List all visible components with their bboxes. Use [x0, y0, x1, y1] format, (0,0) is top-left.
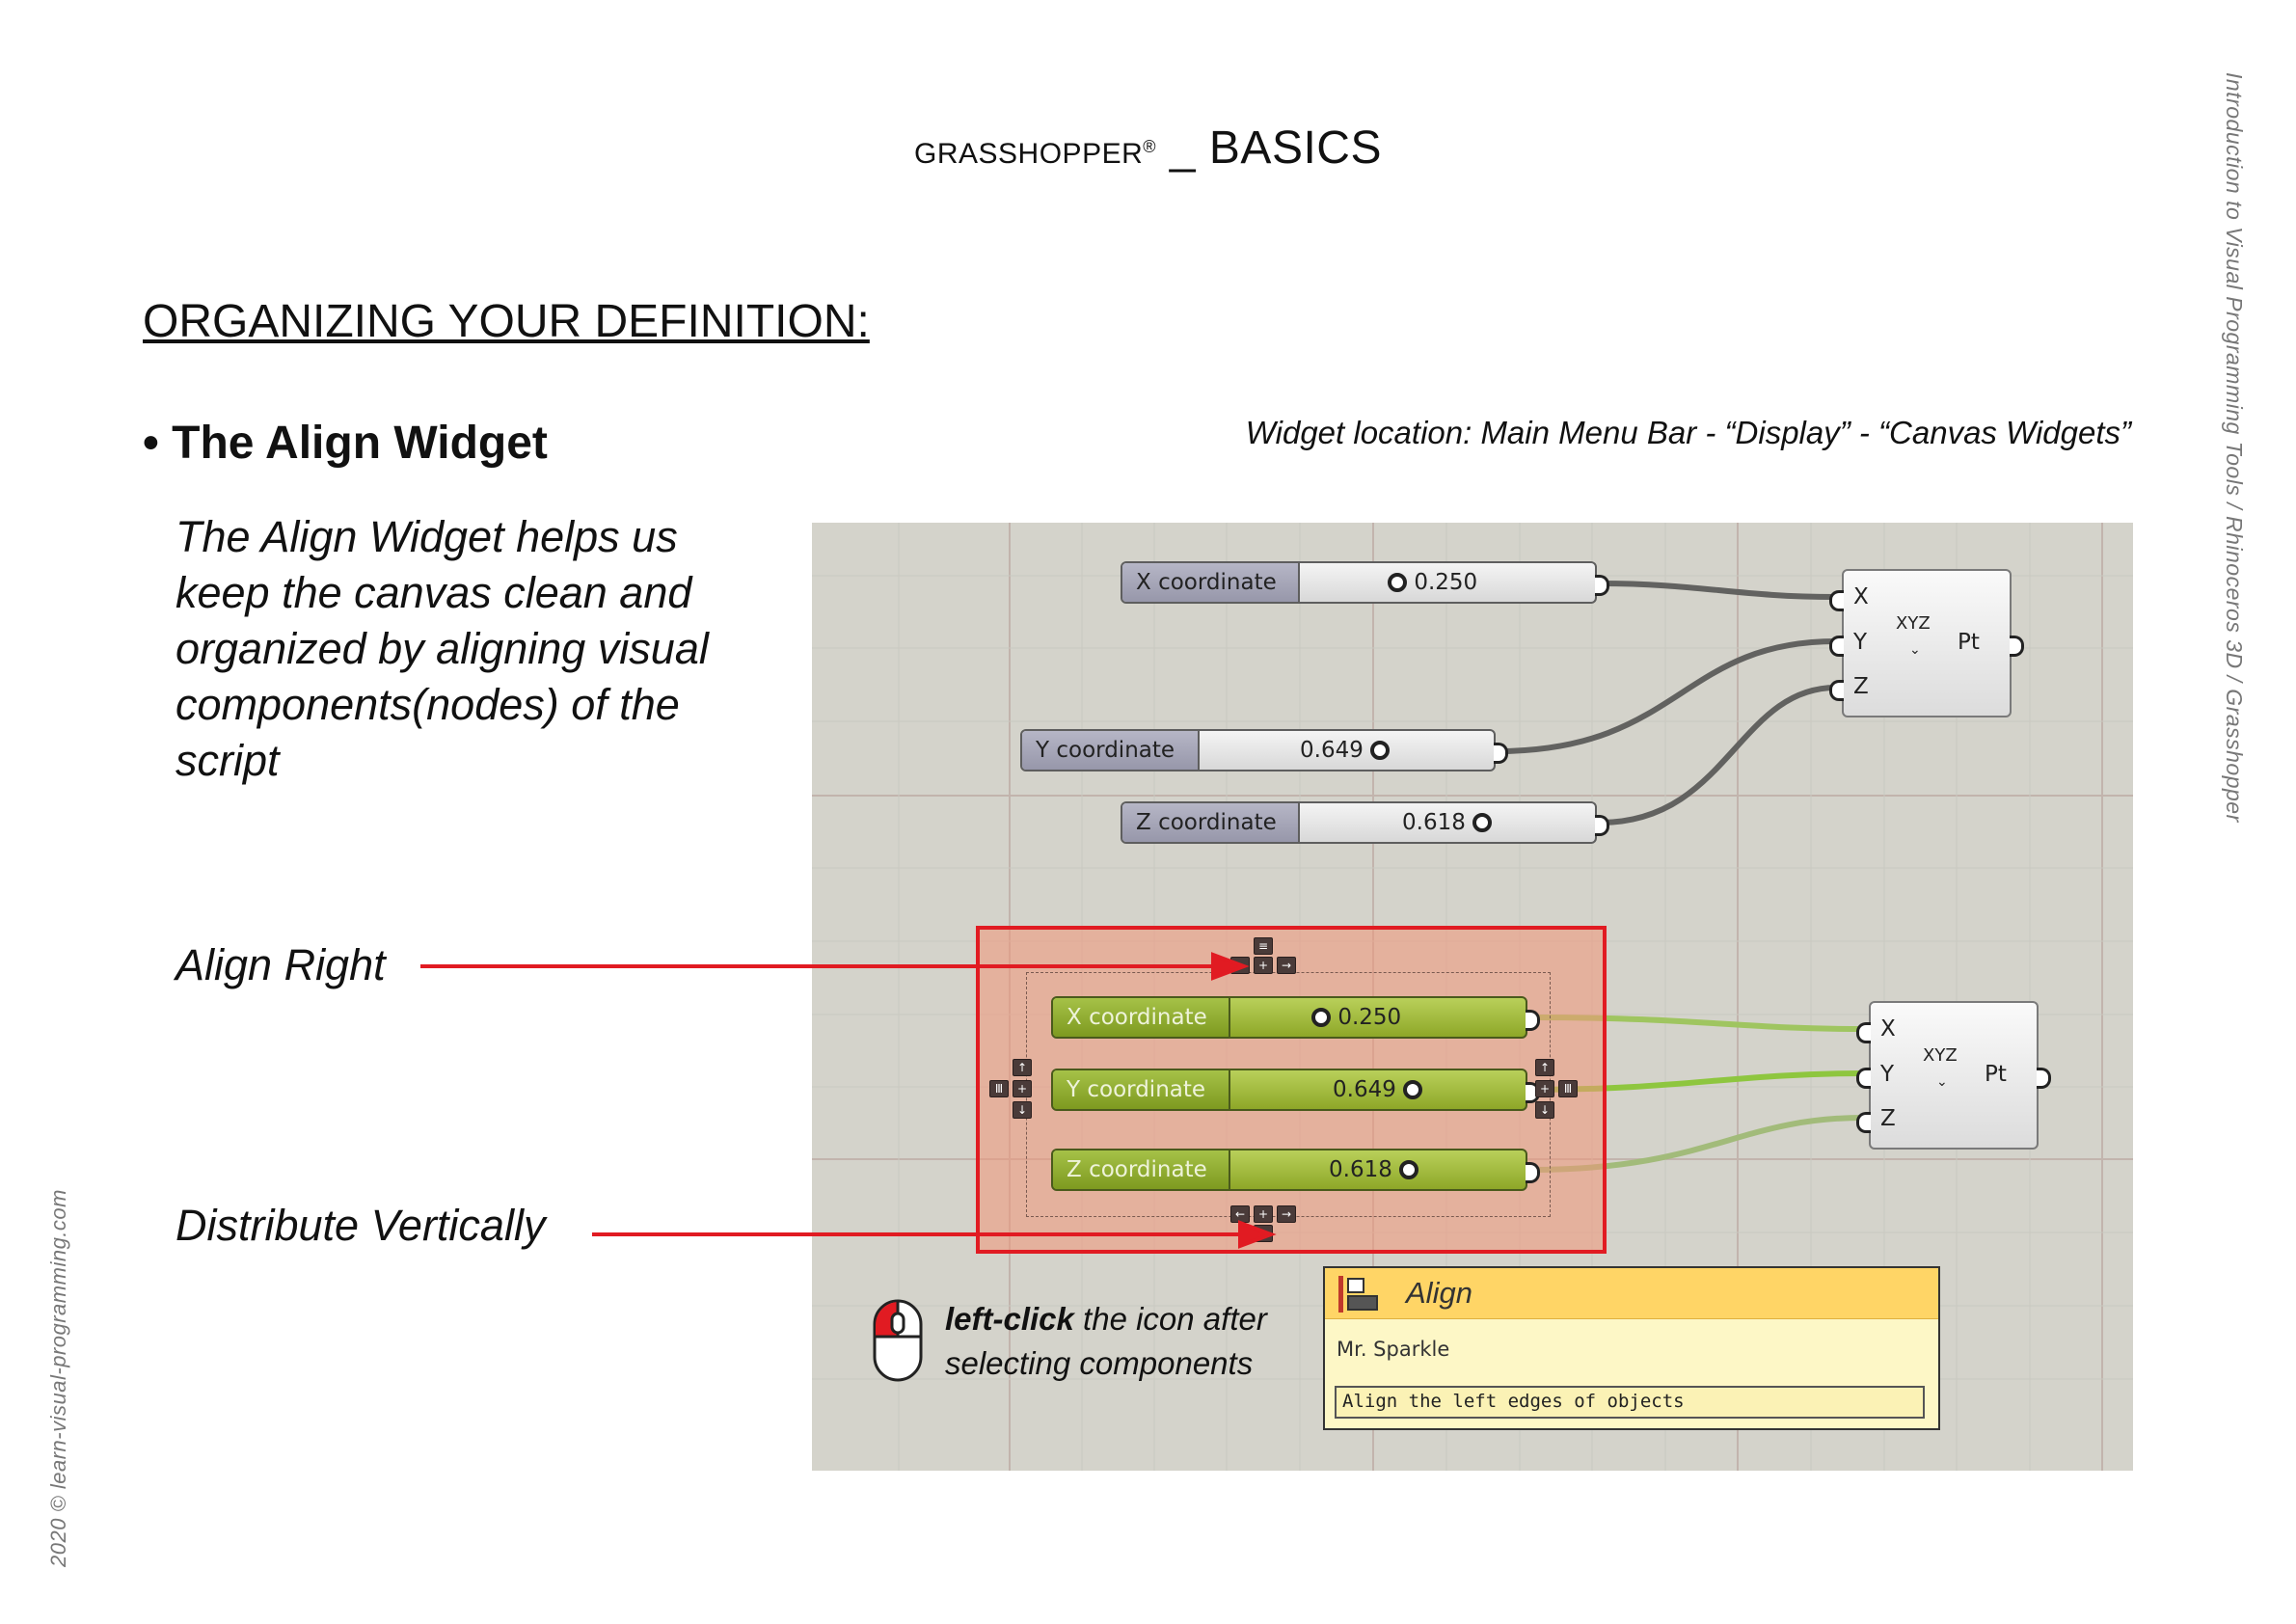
slider-z-top[interactable]: Z coordinate 0.618 [1121, 801, 1609, 844]
slider-y-top[interactable]: Y coordinate 0.649 [1020, 729, 1508, 771]
slider-z-bottom[interactable]: Z coordinate 0.618 [1051, 1149, 1540, 1191]
input-port-y[interactable] [1856, 1068, 1871, 1089]
align-tooltip: Align Mr. Sparkle Align the left edges o… [1323, 1266, 1940, 1430]
output-port[interactable] [1494, 743, 1508, 764]
input-port-x[interactable] [1829, 590, 1844, 611]
slider-track[interactable]: 0.250 [1311, 998, 1401, 1037]
input-label-z: Z [1880, 1106, 1896, 1131]
tooltip-author: Mr. Sparkle [1337, 1338, 1450, 1361]
align-right-icon[interactable]: → [1277, 957, 1296, 974]
output-port[interactable] [2010, 636, 2024, 657]
wire-x-top [1599, 581, 1837, 600]
header-brand: GRASSHOPPER [914, 138, 1144, 170]
wire-z-top [1599, 685, 1837, 826]
slider-value: 0.250 [1337, 1005, 1402, 1030]
slider-knob[interactable] [1388, 573, 1407, 592]
slider-value: 0.618 [1329, 1157, 1392, 1182]
align-center-icon[interactable]: + [1254, 957, 1273, 974]
mouse-hint-rest: the icon after [1073, 1301, 1267, 1337]
distribute-top-icon[interactable]: ≡ [1254, 937, 1273, 955]
mouse-icon [873, 1299, 923, 1382]
slider-y-bottom[interactable]: Y coordinate 0.649 [1051, 1069, 1540, 1111]
slider-value: 0.649 [1300, 738, 1364, 763]
align-right-label: Align Right [176, 940, 386, 989]
mouse-hint-line2: selecting components [945, 1345, 1254, 1381]
slider-value: 0.649 [1333, 1077, 1396, 1102]
distribute-vertically-label: Distribute Vertically [176, 1201, 546, 1250]
input-port-x[interactable] [1856, 1022, 1871, 1043]
slider-label: X coordinate [1122, 563, 1300, 602]
distribute-horizontal-left-icon[interactable]: Ⅲ [989, 1080, 1009, 1097]
output-port[interactable] [1526, 1162, 1540, 1183]
slider-track[interactable]: 0.250 [1388, 563, 1477, 602]
distribute-horizontal-right-icon[interactable]: Ⅲ [1558, 1080, 1578, 1097]
slider-knob[interactable] [1472, 813, 1493, 832]
slider-x-bottom[interactable]: X coordinate 0.250 [1051, 996, 1540, 1039]
align-center-bottom-icon[interactable]: + [1254, 1205, 1273, 1223]
output-label-pt: Pt [1985, 1062, 2007, 1087]
tooltip-header: Align [1325, 1268, 1938, 1319]
point-icon: ⌄ [1936, 1074, 1948, 1090]
slider-knob[interactable] [1399, 1160, 1419, 1179]
slider-value: 0.250 [1414, 570, 1478, 595]
input-port-y[interactable] [1829, 636, 1844, 657]
header-topic: BASICS [1208, 122, 1382, 174]
slider-track[interactable]: 0.618 [1329, 1150, 1419, 1189]
align-middle-right-icon[interactable]: + [1535, 1080, 1554, 1097]
mouse-hint-bold: left-click [945, 1301, 1074, 1337]
bullet-heading: • The Align Widget [143, 418, 548, 469]
slider-x-top[interactable]: X coordinate 0.250 [1121, 561, 1609, 604]
align-middle-left-icon[interactable]: + [1013, 1080, 1032, 1097]
slider-label: Z coordinate [1122, 803, 1300, 842]
input-label-x: X [1853, 584, 1869, 609]
output-label-pt: Pt [1958, 630, 1980, 655]
input-port-z[interactable] [1829, 680, 1844, 701]
input-port-z[interactable] [1856, 1112, 1871, 1133]
page-header: GRASSHOPPER® _ BASICS [0, 122, 2296, 175]
output-port[interactable] [1595, 815, 1609, 836]
slider-label: X coordinate [1053, 998, 1230, 1037]
construct-point-node-bottom[interactable]: X Y Z XYZ ⌄ Pt [1856, 1001, 2051, 1150]
align-top-right-icon[interactable]: ↑ [1535, 1059, 1554, 1076]
align-right-bottom-icon[interactable]: → [1277, 1205, 1296, 1223]
align-left-icon [1338, 1276, 1378, 1313]
input-label-y: Y [1880, 1062, 1895, 1087]
output-port[interactable] [2037, 1068, 2051, 1089]
point-icon: ⌄ [1909, 642, 1921, 658]
tooltip-description: Align the left edges of objects [1335, 1386, 1925, 1419]
align-bottom-right-icon[interactable]: ↓ [1535, 1101, 1554, 1119]
xyz-icon: XYZ [1896, 613, 1931, 634]
output-port[interactable] [1526, 1010, 1540, 1031]
slider-label: Z coordinate [1053, 1150, 1230, 1189]
input-label-y: Y [1853, 630, 1868, 655]
header-separator: _ [1156, 122, 1209, 174]
mouse-hint: left-click the icon after selecting comp… [945, 1297, 1267, 1386]
slider-knob[interactable] [1370, 741, 1391, 760]
description-text: The Align Widget helps us keep the canva… [176, 512, 709, 785]
slider-track[interactable]: 0.649 [1333, 1070, 1423, 1109]
input-label-x: X [1880, 1016, 1896, 1042]
slider-label: Y coordinate [1022, 731, 1200, 770]
output-port[interactable] [1595, 575, 1609, 596]
slider-knob[interactable] [1311, 1008, 1331, 1027]
slider-value: 0.618 [1402, 810, 1466, 835]
tooltip-title: Align [1406, 1276, 1472, 1310]
section-title: ORGANIZING YOUR DEFINITION: [143, 296, 870, 347]
wire-y-top [1496, 638, 1837, 754]
xyz-icon: XYZ [1923, 1045, 1958, 1066]
registered-mark: ® [1143, 137, 1157, 156]
bullet-title: The Align Widget [172, 418, 548, 469]
align-top-left-icon[interactable]: ↑ [1013, 1059, 1032, 1076]
slider-label: Y coordinate [1053, 1070, 1230, 1109]
input-label-z: Z [1853, 674, 1869, 699]
slider-track[interactable]: 0.649 [1300, 731, 1391, 770]
construct-point-node-top[interactable]: X Y Z XYZ ⌄ Pt [1829, 569, 2024, 717]
align-bottom-left-icon[interactable]: ↓ [1013, 1101, 1032, 1119]
widget-location-note: Widget location: Main Menu Bar - “Displa… [1245, 415, 2131, 450]
slider-knob[interactable] [1403, 1080, 1423, 1099]
slider-track[interactable]: 0.618 [1402, 803, 1493, 842]
